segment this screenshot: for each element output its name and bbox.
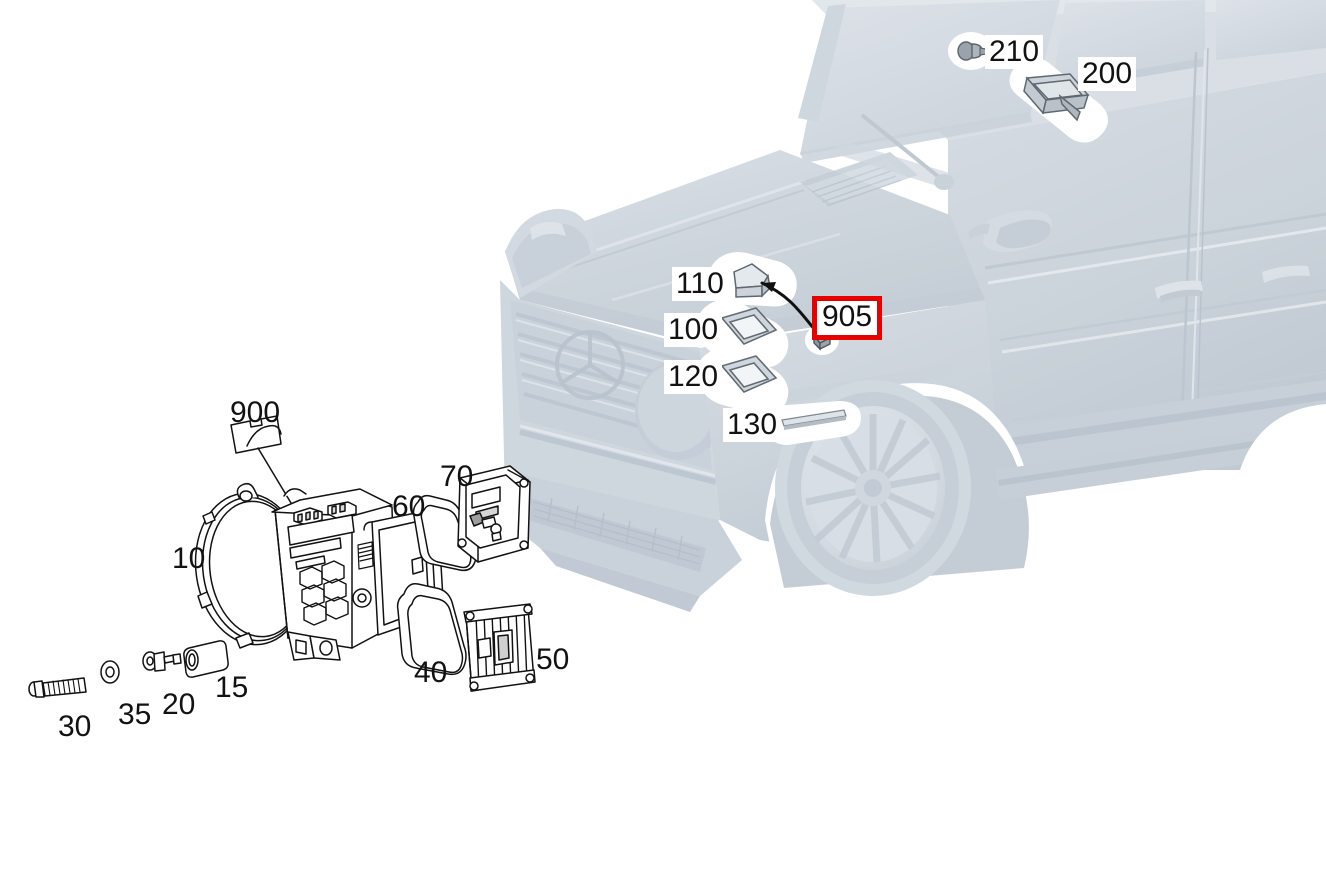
part-label-120[interactable]: 120 <box>664 360 723 394</box>
part-70-ballast-unit <box>457 465 531 563</box>
callout-100 <box>697 298 789 368</box>
wiper-arm <box>860 113 954 190</box>
part-label-900[interactable]: 900 <box>230 396 281 429</box>
part-20-adjusting-screw <box>142 651 182 672</box>
part-label-110[interactable]: 110 <box>672 267 728 301</box>
a-pillar <box>798 4 846 122</box>
part-label-50[interactable]: 50 <box>536 643 570 676</box>
heatsink-honeycomb <box>299 560 349 626</box>
part-label-30[interactable]: 30 <box>58 710 92 743</box>
part-label-10[interactable]: 10 <box>172 542 206 575</box>
side-mirror <box>968 210 1052 252</box>
part-40-gasket-large <box>396 582 467 676</box>
vehicle-body-group <box>500 0 1326 612</box>
part-label-130[interactable]: 130 <box>723 408 782 442</box>
part-label-210[interactable]: 210 <box>985 35 1044 69</box>
star-emblem <box>555 330 625 400</box>
part-label-200[interactable]: 200 <box>1078 57 1137 91</box>
part-30-long-bolt <box>28 677 87 698</box>
part-label-100[interactable]: 100 <box>664 313 723 347</box>
vehicle-rear-body <box>948 72 1326 470</box>
part-label-60[interactable]: 60 <box>392 490 426 523</box>
part-label-40[interactable]: 40 <box>414 656 448 689</box>
door-handle-front <box>1155 280 1203 303</box>
leader-arrow-905 <box>760 281 817 332</box>
part-label-15[interactable]: 15 <box>215 671 249 704</box>
hood-front-edge <box>505 250 985 345</box>
part-35-washer <box>100 660 120 684</box>
door-handle-rear <box>1262 265 1310 283</box>
part-label-20[interactable]: 20 <box>162 688 196 721</box>
part-50-led-module <box>463 603 536 692</box>
callout-130 <box>764 401 861 445</box>
part-label-905-highlighted[interactable]: 905 <box>812 296 883 340</box>
part-label-70[interactable]: 70 <box>440 460 474 493</box>
side-window-rear <box>1216 0 1326 60</box>
callout-210 <box>948 32 994 70</box>
part-label-35[interactable]: 35 <box>118 698 152 731</box>
exploded-headlamp-group <box>28 415 536 698</box>
part-15-bushing <box>183 640 229 678</box>
